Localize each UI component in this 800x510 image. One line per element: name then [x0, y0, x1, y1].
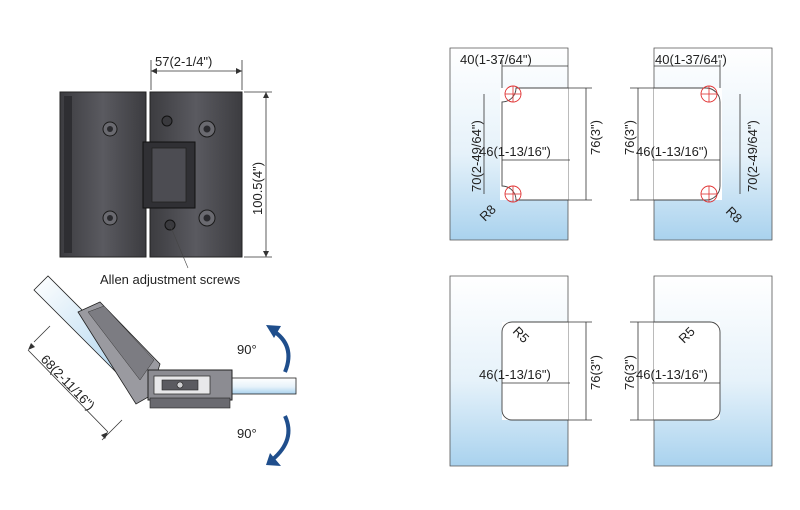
inner-width-label: 46(1-13/16")	[479, 144, 551, 159]
cutout-bottom-right: 46(1-13/16") 76(3") R5	[622, 275, 773, 467]
inner-width-label: 46(1-13/16")	[636, 144, 708, 159]
angle-bottom-label: 90°	[237, 426, 257, 441]
rotate-down-arrow	[270, 415, 291, 462]
cutout-height-label: 70(2-49/64")	[745, 120, 760, 192]
hinge-front-view: 57(2-1/4") 100.5(4") Allen adjustment sc…	[59, 54, 272, 287]
cutout-bottom-left: 46(1-13/16") 76(3") R5	[449, 275, 603, 467]
angle-top-label: 90°	[237, 342, 257, 357]
cutout-top-left: 40(1-37/64") 70(2-49/64") 46(1-13/16") 7…	[449, 47, 603, 241]
side-glass-straight	[225, 377, 297, 395]
inner-width-label: 46(1-13/16")	[479, 367, 551, 382]
cutout-width-label: 40(1-37/64")	[655, 52, 727, 67]
hinge-height-label: 100.5(4")	[250, 162, 265, 215]
cutout-width-label: 40(1-37/64")	[460, 52, 532, 67]
inner-height-label: 76(3")	[622, 120, 637, 155]
cutout-height-label: 70(2-49/64")	[469, 120, 484, 192]
allen-screws-label: Allen adjustment screws	[100, 272, 241, 287]
inner-width-label: 46(1-13/16")	[636, 367, 708, 382]
inner-height-label: 76(3")	[588, 120, 603, 155]
inner-height-label: 76(3")	[588, 355, 603, 390]
hinge-left-plate	[59, 91, 147, 258]
hinge-side-view: 68(2-11/16") 90° 90°	[27, 275, 297, 466]
allen-screw	[161, 115, 173, 127]
cutout-top-right: 40(1-37/64") 70(2-49/64") 46(1-13/16") 7…	[622, 47, 773, 241]
inner-height-label: 76(3")	[622, 355, 637, 390]
side-length-label: 68(2-11/16")	[38, 352, 98, 413]
hinge-width-label: 57(2-1/4")	[155, 54, 212, 69]
